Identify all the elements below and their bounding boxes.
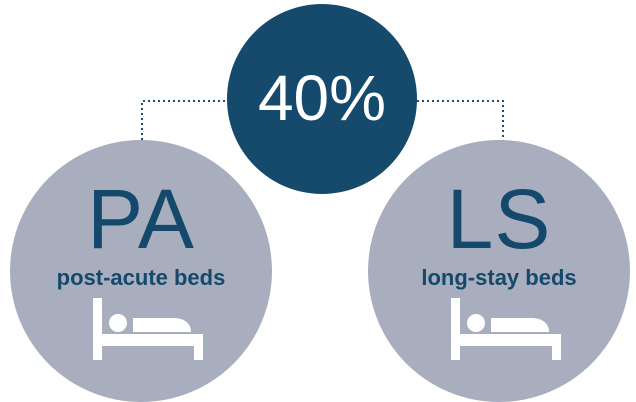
bed-icon <box>93 298 203 360</box>
long-stay-label: long-stay beds <box>421 265 577 290</box>
bed-icon <box>451 298 561 360</box>
long-stay-code: LS <box>446 172 552 266</box>
connector-left <box>141 100 232 150</box>
connector-right <box>412 100 504 150</box>
post-acute-circle: PA post-acute beds <box>10 140 272 402</box>
post-acute-code: PA <box>87 172 195 266</box>
long-stay-circle: LS long-stay beds <box>368 140 630 402</box>
percentage-circle: 40% <box>227 4 417 194</box>
percentage-value: 40% <box>257 62 387 134</box>
post-acute-label: post-acute beds <box>56 265 226 290</box>
